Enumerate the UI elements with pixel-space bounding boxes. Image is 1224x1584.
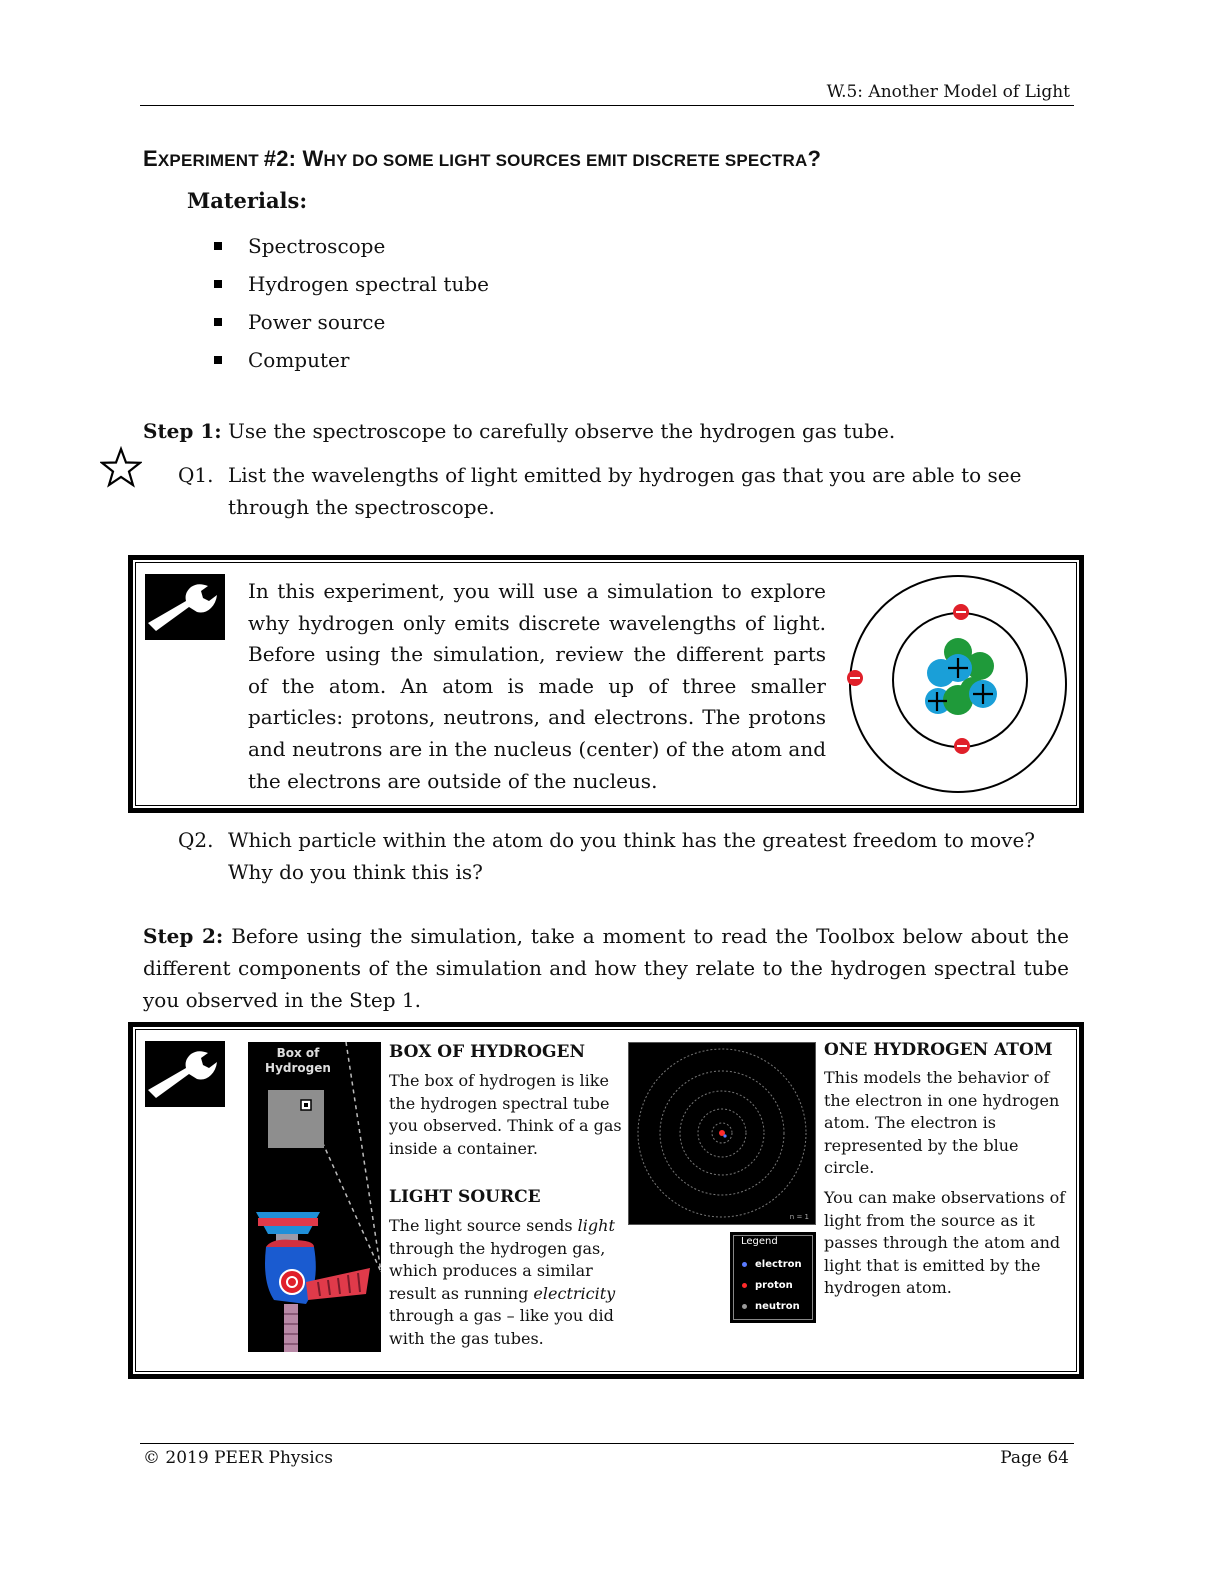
bullet-icon	[214, 318, 222, 326]
electron-dot-icon	[742, 1261, 747, 1267]
list-item: Computer	[214, 341, 489, 379]
footer-page-number: Page 64	[1000, 1448, 1069, 1468]
legend-frame	[733, 1235, 813, 1320]
atom-diagram	[847, 575, 1067, 793]
one-hydrogen-atom-heading: ONE HYDROGEN ATOM	[824, 1040, 1053, 1060]
orbit-level-label: n = 1	[789, 1213, 809, 1221]
materials-list: Spectroscope Hydrogen spectral tube Powe…	[214, 227, 489, 379]
light-source-gun-illustration	[256, 1042, 381, 1352]
legend-list: electron proton neutron	[742, 1254, 802, 1317]
intro-box	[128, 555, 1084, 813]
question-1: Q1. List the wavelengths of light emitte…	[178, 463, 1022, 519]
electron-particles	[847, 604, 970, 754]
list-item: Spectroscope	[214, 227, 489, 265]
proton-dot-icon	[742, 1282, 747, 1288]
legend-panel: Legend electron proton neutron	[730, 1232, 816, 1323]
box-of-hydrogen-heading: BOX OF HYDROGEN	[389, 1042, 585, 1062]
box-of-hydrogen-text: The box of hydrogen is like the hydrogen…	[389, 1071, 622, 1158]
bullet-icon	[214, 242, 222, 250]
wrench-icon	[145, 574, 225, 640]
legend-item-proton: proton	[742, 1275, 802, 1296]
legend-title: Legend	[739, 1236, 780, 1247]
intro-text: In this experiment, you will use a simul…	[248, 579, 826, 793]
one-hydrogen-atom-text: This models the behavior of the electron…	[824, 1068, 1060, 1177]
simulation-atom-panel: n = 1	[628, 1042, 816, 1225]
light-source-heading: LIGHT SOURCE	[389, 1187, 541, 1207]
list-item: Power source	[214, 303, 489, 341]
step-2: Step 2: Before using the simulation, tak…	[143, 924, 1069, 1012]
experiment-title: EXPERIMENT #2: WHY DO SOME LIGHT SOURCES…	[143, 146, 822, 171]
intro-box-inner-border	[135, 562, 1077, 806]
toolbox-box	[128, 1022, 1084, 1379]
star-icon	[100, 446, 142, 488]
list-item: Hydrogen spectral tube	[214, 265, 489, 303]
legend-item-neutron: neutron	[742, 1296, 802, 1317]
bullet-icon	[214, 356, 222, 364]
step-1: Step 1: Use the spectroscope to carefull…	[143, 419, 896, 443]
light-source-text: The light source sends light through the…	[389, 1216, 616, 1348]
footer-copyright: © 2019 PEER Physics	[143, 1448, 333, 1468]
box-of-hydrogen-label: Box of Hydrogen	[265, 1046, 331, 1075]
question-2: Q2. Which particle within the atom do yo…	[178, 828, 1036, 884]
toolbox-inner-border	[135, 1029, 1077, 1372]
materials-heading: Materials:	[187, 188, 308, 213]
observations-text: You can make observations of light from …	[824, 1188, 1066, 1297]
neutron-dot-icon	[742, 1303, 747, 1309]
neutron-particle	[966, 652, 994, 680]
orbit-rings-illustration	[637, 1048, 807, 1218]
header-rule	[140, 105, 1074, 106]
wrench-icon	[145, 1041, 225, 1107]
footer-rule	[140, 1443, 1074, 1444]
running-header: W.5: Another Model of Light	[826, 82, 1070, 102]
bullet-icon	[214, 280, 222, 288]
nucleus	[925, 638, 997, 715]
simulation-gun-image: Box of Hydrogen	[248, 1042, 381, 1352]
legend-item-electron: electron	[742, 1254, 802, 1275]
